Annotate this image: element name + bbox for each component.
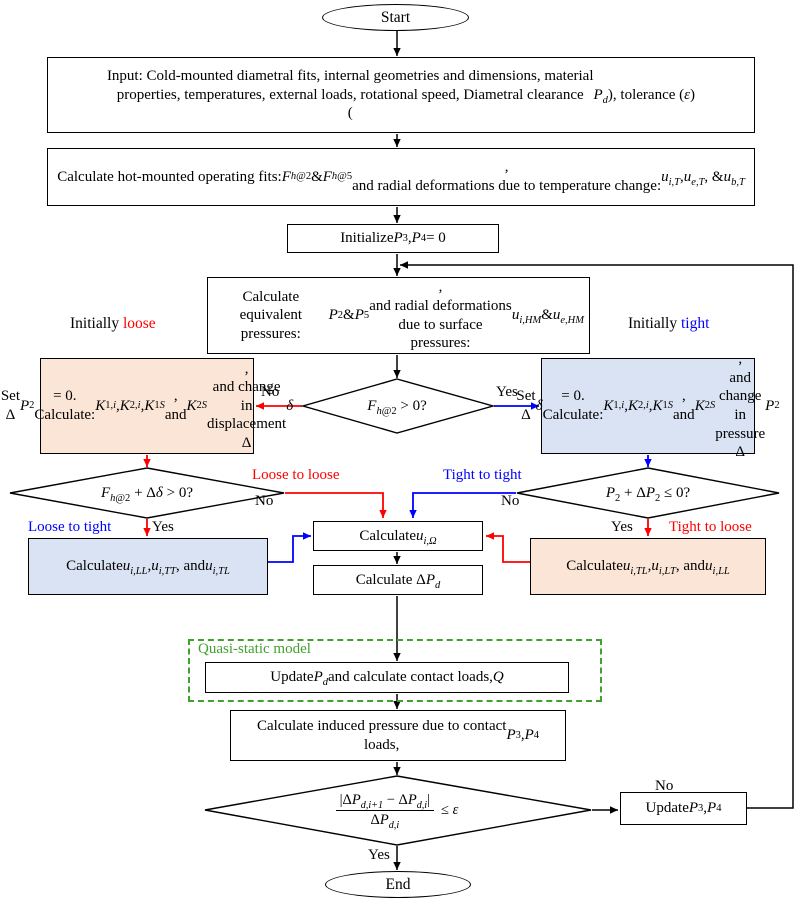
label-yes-convergence: Yes xyxy=(368,847,390,863)
decision-loose-shape xyxy=(9,467,285,519)
update-pd-box: Update Pd and calculate contact loads, Q xyxy=(205,662,569,693)
decision-convergence-shape xyxy=(204,775,592,846)
initially-text: Initially xyxy=(628,315,678,332)
tight-text: tight xyxy=(680,315,710,332)
label-yes-tight: Yes xyxy=(611,519,633,535)
induced-pressure-box: Calculate induced pressure due to contac… xyxy=(230,710,566,761)
loose-text: loose xyxy=(122,315,156,332)
black-flow-arrows xyxy=(393,31,794,870)
loose-path-arrows xyxy=(143,402,652,563)
calc-u-omega-box: Calculate ui,Ω xyxy=(313,521,483,551)
label-yes-loose: Yes xyxy=(152,519,174,535)
label-no-loose: No xyxy=(255,493,274,509)
decision-tight-label: P2 + ΔP2 ≤ 0? xyxy=(605,485,691,504)
convergence-fraction: |ΔPd,i+1 − ΔPd,i| ΔPd,i xyxy=(335,791,435,830)
label-no-tight: No xyxy=(501,493,520,509)
arrow-calctight-to-omega xyxy=(486,532,530,563)
quasi-static-label: Quasi-static model xyxy=(198,641,311,657)
decision-loose-label: Fh@2 + Δδ > 0? xyxy=(100,485,194,504)
label-loose-to-loose: Loose to loose xyxy=(252,467,340,483)
decision-diamonds xyxy=(9,378,780,846)
convergence-denominator: ΔPd,i xyxy=(335,809,435,830)
arrow-tight-no-to-omega xyxy=(409,492,516,518)
input-box: Input: Cold-mounted diametral fits, inte… xyxy=(47,57,755,133)
label-loose-to-tight: Loose to tight xyxy=(28,519,112,535)
label-tight-to-loose: Tight to loose xyxy=(669,519,752,535)
start-terminal: Start xyxy=(322,4,469,31)
convergence-relation: ≤ ε xyxy=(441,801,459,818)
label-initially-tight: Initially tight xyxy=(628,315,709,333)
label-yes-fh2: Yes xyxy=(496,384,518,400)
label-tight-to-tight: Tight to tight xyxy=(443,467,522,483)
end-terminal: End xyxy=(325,871,471,898)
decision-fh2-shape xyxy=(300,378,496,434)
label-initially-loose: Initially loose xyxy=(70,315,156,333)
decision-tight-shape xyxy=(516,467,780,519)
convergence-numerator: |ΔPd,i+1 − ΔPd,i| xyxy=(339,791,431,811)
feedback-loop-arrow xyxy=(400,261,794,809)
label-no-convergence: No xyxy=(655,778,674,794)
initially-text: Initially xyxy=(70,315,120,332)
convergence-condition: |ΔPd,i+1 − ΔPd,i| ΔPd,i ≤ ε xyxy=(277,784,517,836)
arrow-loose-no-to-omega xyxy=(285,492,387,518)
tight-path-arrows xyxy=(268,402,652,563)
decision-fh2-label: Fh@2 > 0? xyxy=(367,398,427,417)
label-no-fh2: No xyxy=(261,384,280,400)
arrow-calcloose-to-omega xyxy=(268,532,311,563)
